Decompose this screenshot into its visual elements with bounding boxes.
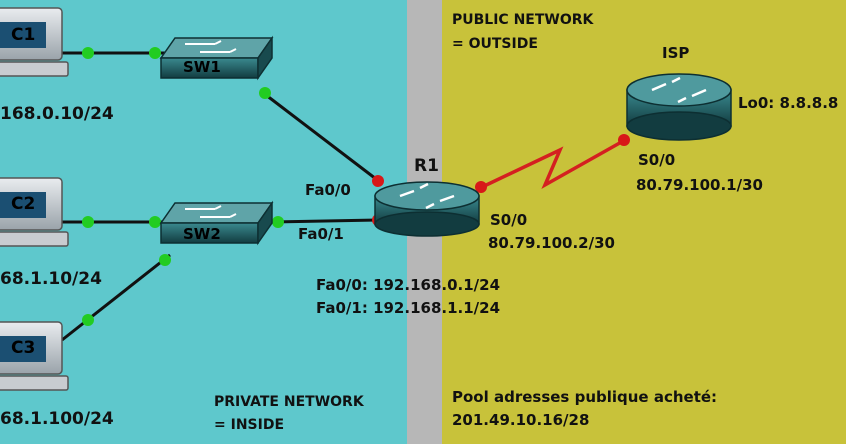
public-pool-title: Pool adresses publique acheté:	[452, 388, 718, 406]
link-sw1-r1	[261, 90, 381, 184]
switch-icon	[159, 35, 274, 81]
serial-link-r1-isp	[479, 138, 626, 190]
pc-c1-ip: 168.0.10/24	[0, 104, 114, 124]
public-network-zone	[442, 0, 846, 444]
r1-fa01-label: Fa0/1	[298, 225, 344, 243]
sw2-label: SW2	[183, 225, 221, 243]
port-dot-c1	[82, 47, 94, 59]
pc-icon	[0, 7, 69, 77]
switch-icon	[159, 200, 274, 246]
r1-fa00-label: Fa0/0	[305, 181, 351, 199]
pc-icon	[0, 177, 69, 247]
private-network-title: PRIVATE NETWORK	[214, 394, 364, 410]
sw1-label: SW1	[183, 58, 221, 76]
public-pool-range: 201.49.10.16/28	[452, 411, 590, 429]
port-dot-sw1-c1	[149, 47, 161, 59]
link-c3-sw2	[61, 253, 171, 342]
port-dot-isp-s00	[618, 134, 630, 146]
r1-s00-ip: 80.79.100.2/30	[488, 234, 615, 252]
public-network-title: PUBLIC NETWORK	[452, 12, 594, 28]
r1-s00-label: S0/0	[490, 211, 528, 229]
port-dot-sw2-r1	[272, 216, 284, 228]
port-dot-sw1-r1	[259, 87, 271, 99]
pc-icon	[0, 321, 69, 391]
port-dot-c2	[82, 216, 94, 228]
r1-fa00-address: Fa0/0: 192.168.0.1/24	[316, 276, 501, 294]
router-icon	[626, 73, 732, 141]
pc-c3-ip: 68.1.100/24	[0, 409, 114, 429]
link-sw2-r1	[271, 218, 379, 224]
isp-s00-ip: 80.79.100.1/30	[636, 176, 763, 194]
port-dot-r1-fa00	[372, 175, 384, 187]
public-network-subtitle: = OUTSIDE	[452, 36, 538, 52]
r1-label: R1	[414, 156, 439, 176]
pc-c2-ip: 68.1.10/24	[0, 269, 102, 289]
router-icon	[374, 181, 480, 237]
ethernet-links	[61, 51, 381, 342]
private-network-subtitle: = INSIDE	[214, 417, 285, 433]
port-dot-c3	[82, 314, 94, 326]
pc-c2-label: C2	[11, 194, 36, 214]
pc-c1-label: C1	[11, 25, 36, 45]
port-dot-sw2-c2	[149, 216, 161, 228]
pc-c3-label: C3	[11, 338, 36, 358]
isp-lo0-address: Lo0: 8.8.8.8	[738, 94, 839, 112]
port-dot-sw2-c3	[159, 254, 171, 266]
r1-fa01-address: Fa0/1: 192.168.1.1/24	[316, 299, 501, 317]
port-dot-r1-s00	[475, 181, 487, 193]
isp-s00-label: S0/0	[638, 151, 676, 169]
isp-label: ISP	[662, 44, 690, 62]
